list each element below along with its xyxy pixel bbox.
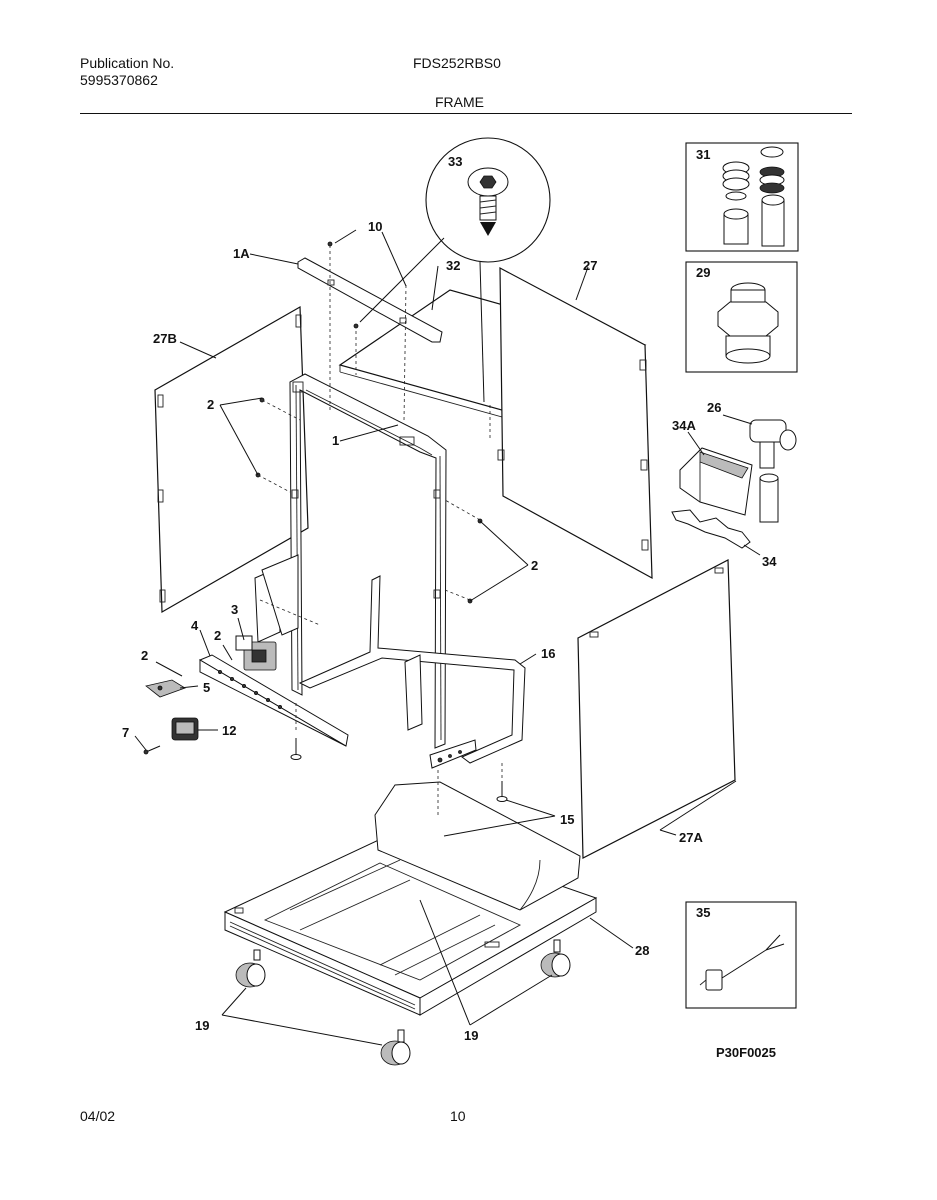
hose-clip: [671, 509, 751, 549]
callout-31: 31: [696, 147, 710, 162]
callout-19-right: 19: [464, 1028, 478, 1043]
callout-29: 29: [696, 265, 710, 280]
callout-2-switch: 2: [214, 628, 221, 643]
top-bracket: [297, 257, 443, 343]
main-frame: [289, 373, 447, 749]
callout-33: 33: [448, 154, 462, 169]
callout-27A: 27A: [679, 830, 703, 845]
fitting-box: [685, 261, 798, 373]
section-title: FRAME: [435, 94, 484, 110]
footer-page-number: 10: [450, 1108, 466, 1124]
front-rail: [198, 654, 349, 747]
base-tub-support: [223, 781, 598, 1016]
callout-27B: 27B: [153, 331, 177, 346]
callout-34: 34: [762, 554, 777, 569]
callout-34A: 34A: [672, 418, 696, 433]
callout-3: 3: [231, 602, 238, 617]
figure-code: P30F0025: [716, 1045, 776, 1060]
callout-28: 28: [635, 943, 649, 958]
callout-2-upper: 2: [207, 397, 214, 412]
frame-mount-brackets: [254, 554, 423, 731]
door-switch: [235, 635, 277, 671]
callout-4: 4: [191, 618, 199, 633]
header-divider: [80, 113, 852, 114]
callout-10: 10: [368, 219, 382, 234]
callout-labels: 1A 10 33 32 27 31 29 27B 2 1 26 34A 34 2…: [122, 147, 777, 1060]
lower-frame-rail: [298, 575, 526, 769]
callout-27: 27: [583, 258, 597, 273]
callout-26: 26: [707, 400, 721, 415]
screw-7: [143, 745, 161, 755]
junction-box-cover: [679, 447, 753, 516]
leader-lines: [134, 229, 761, 1046]
model-number: FDS252RBS0: [413, 55, 501, 71]
callout-1A: 1A: [233, 246, 250, 261]
callout-12: 12: [222, 723, 236, 738]
footer-date: 04/02: [80, 1108, 116, 1124]
callout-1: 1: [332, 433, 339, 448]
callout-16: 16: [541, 646, 555, 661]
back-panel: [577, 559, 736, 859]
casters: [235, 939, 571, 1066]
power-cord-box: [685, 901, 797, 1009]
assembly-dashed-lines: [255, 241, 503, 815]
terminal-block: [171, 717, 199, 741]
callout-32: 32: [446, 258, 460, 273]
callout-7: 7: [122, 725, 129, 740]
switch-clip: [145, 679, 186, 698]
publication-number: 5995370862: [80, 72, 158, 88]
left-side-panel: [154, 305, 309, 614]
callout-5: 5: [203, 680, 210, 695]
callout-2-right: 2: [531, 558, 538, 573]
screw-detail-callout: [359, 137, 551, 403]
inlet-elbow: [749, 419, 797, 523]
seal-kit-box: [685, 142, 799, 252]
callout-15: 15: [560, 812, 574, 827]
callout-2-left: 2: [141, 648, 148, 663]
callout-35: 35: [696, 905, 710, 920]
callout-19-left: 19: [195, 1018, 209, 1033]
right-side-panel: [497, 266, 653, 580]
publication-label: Publication No.: [80, 55, 175, 71]
